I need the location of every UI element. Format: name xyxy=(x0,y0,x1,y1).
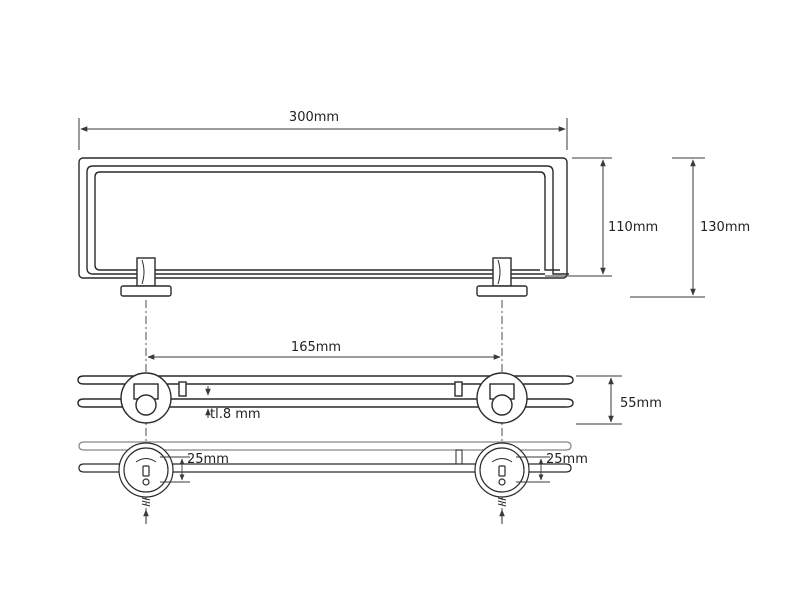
bottom-rail-top xyxy=(78,441,572,451)
shelf-inner-frame xyxy=(86,165,569,275)
left-screw-assembly xyxy=(141,497,151,524)
right-mount-dimension xyxy=(516,456,550,483)
left-clip xyxy=(178,381,187,397)
height-outer-label: 130mm xyxy=(700,220,750,235)
left-bracket-post xyxy=(136,257,156,287)
right-mount-plate xyxy=(474,442,530,498)
right-clip xyxy=(454,381,463,397)
bottom-view xyxy=(78,441,572,498)
depth-label: 55mm xyxy=(620,396,662,411)
height-inner-dimension xyxy=(545,157,612,277)
glass-plate xyxy=(77,375,574,385)
top-view xyxy=(77,372,574,424)
bracket-spacing-label: 165mm xyxy=(291,340,341,355)
left-screw xyxy=(142,478,150,486)
height-inner-label: 110mm xyxy=(608,220,658,235)
shelf-inner-frame-2 xyxy=(94,171,560,271)
right-bracket-post xyxy=(492,257,512,287)
glass-plate-bottom xyxy=(77,398,574,408)
width-label: 300mm xyxy=(289,110,339,125)
bottom-rail-bottom xyxy=(78,463,572,473)
right-screw xyxy=(498,478,506,486)
thickness-label: tl.8 mm xyxy=(210,407,261,422)
width-dimension xyxy=(78,118,568,150)
right-screw-assembly xyxy=(497,497,507,524)
front-view xyxy=(78,157,569,297)
center-lines xyxy=(145,300,503,510)
left-mount-dimension xyxy=(160,456,190,483)
left-mount-label: 25mm xyxy=(187,452,229,467)
right-mount-label: 25mm xyxy=(546,452,588,467)
left-mount-plate xyxy=(118,442,174,498)
right-bracket-base xyxy=(476,285,528,297)
shelf-outer-frame xyxy=(78,157,568,279)
depth-dimension xyxy=(576,375,622,425)
left-bracket-base xyxy=(120,285,172,297)
height-outer-dimension xyxy=(630,157,705,298)
